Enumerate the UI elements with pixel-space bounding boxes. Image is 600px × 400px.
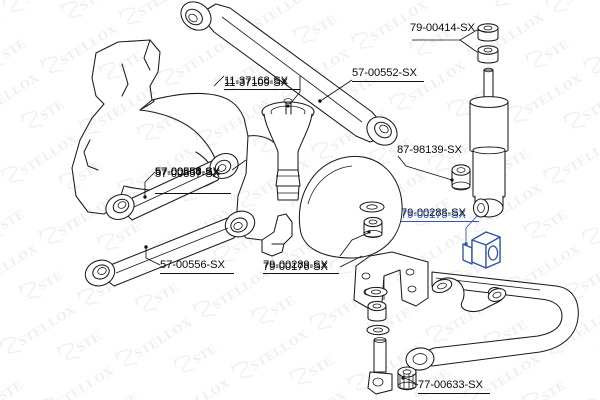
- shock-lower-bushing-part: [451, 164, 471, 191]
- part-number-text: 79-00289-SX: [263, 259, 328, 271]
- trailing-arm-part: [84, 210, 256, 287]
- part-number-text-highlighted: 79-00175-SX: [401, 209, 466, 221]
- stabilizer-link-part: [359, 201, 393, 395]
- link-lower-bushing-part: [397, 366, 417, 391]
- part-number-text: 57-00556-SX: [160, 259, 225, 271]
- part-number-text: 77-00633-SX: [418, 379, 483, 391]
- part-number-text: 57-00857-SX: [155, 168, 220, 180]
- bump-stop-part: [261, 98, 315, 201]
- part-number-text: 57-00555-SX: [155, 166, 220, 178]
- part-number-text: 87-98139-SX: [397, 144, 462, 156]
- label-rule: [352, 81, 424, 82]
- stabilizer-clamp-part: [431, 277, 507, 313]
- upper-lateral-rod-part: [180, 1, 398, 146]
- part-number-text: 79-00176-SX: [263, 261, 328, 273]
- part-number-text: 11-37109-SX: [224, 77, 288, 89]
- part-number-text: 57-00554-SX: [155, 166, 220, 178]
- part-number-text: 11-37168-SX: [224, 75, 288, 87]
- stabilizer-bar-bushing-highlighted: [462, 231, 501, 269]
- lateral-control-arm-part: [105, 152, 239, 221]
- label-rule: [160, 273, 234, 274]
- part-number-text: 79-00414-SX: [410, 22, 475, 34]
- part-number-text: 79-00288-SX: [401, 207, 466, 219]
- part-number-text: 57-00856-SX: [155, 166, 220, 178]
- label-rule: [418, 393, 490, 394]
- part-number-text: 57-00553-SX: [155, 166, 220, 178]
- label-rule: [263, 273, 339, 274]
- shock-absorber-part: [469, 23, 509, 218]
- stabilizer-bar-part: [405, 271, 579, 371]
- label-rule: [401, 221, 479, 222]
- part-number-text: 57-00552-SX: [352, 67, 417, 79]
- label-rule: [155, 193, 231, 194]
- leader-lines: [143, 29, 488, 386]
- label-rule: [224, 89, 300, 90]
